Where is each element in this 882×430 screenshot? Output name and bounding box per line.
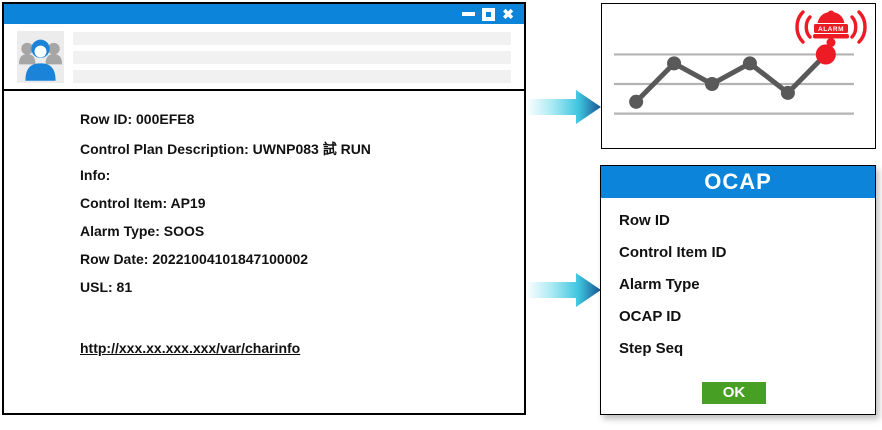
ocap-item: Alarm Type: [619, 276, 700, 293]
field-line: Row ID: 000EFE8: [80, 111, 195, 127]
field-line: Alarm Type: SOOS: [80, 223, 205, 239]
minimize-icon[interactable]: [462, 12, 476, 16]
alarm-data-point: [815, 44, 836, 65]
data-point: [780, 85, 795, 100]
close-icon[interactable]: ✖: [502, 5, 514, 22]
window-header: [4, 24, 524, 91]
data-point: [667, 56, 682, 71]
field-line: Row Date: 20221004101847100002: [80, 251, 309, 267]
data-point: [704, 77, 720, 92]
field-line: USL: 81: [80, 279, 133, 295]
chart-panel: ALARM: [601, 3, 876, 149]
charinfo-link[interactable]: http://xxx.xx.xxx.xxx/var/charinfo: [80, 340, 301, 356]
alarm-bell-icon: ALARM: [795, 10, 867, 47]
avatar: [17, 31, 64, 83]
placeholder-lines: [73, 32, 511, 83]
ok-button[interactable]: OK: [702, 382, 766, 404]
field-line: Info:: [80, 167, 111, 183]
alarm-icon-label: ALARM: [818, 26, 844, 33]
placeholder-line: [73, 51, 511, 64]
ocap-item: OCAP ID: [619, 308, 682, 325]
field-line: Control Plan Description: UWNP083 試 RUN: [80, 141, 371, 157]
flow-arrow-to-chart: [526, 90, 601, 124]
ocap-title: OCAP: [601, 166, 875, 198]
maximize-glyph: [486, 11, 492, 17]
field-line: Control Item: AP19: [80, 195, 206, 211]
ocap-item: Step Seq: [619, 340, 684, 357]
titlebar: ✖: [4, 4, 524, 24]
ocap-item: Control Item ID: [619, 244, 727, 261]
placeholder-line: [73, 70, 511, 83]
maximize-icon[interactable]: [482, 7, 496, 21]
contacts-group-icon: [19, 39, 62, 81]
ocap-item: Row ID: [619, 212, 670, 229]
control-chart-svg: [614, 44, 854, 115]
placeholder-line: [73, 32, 511, 45]
data-point: [629, 94, 644, 109]
flow-arrow-to-ocap: [526, 273, 601, 307]
minimize-glyph: [462, 12, 476, 16]
data-point: [742, 56, 757, 71]
